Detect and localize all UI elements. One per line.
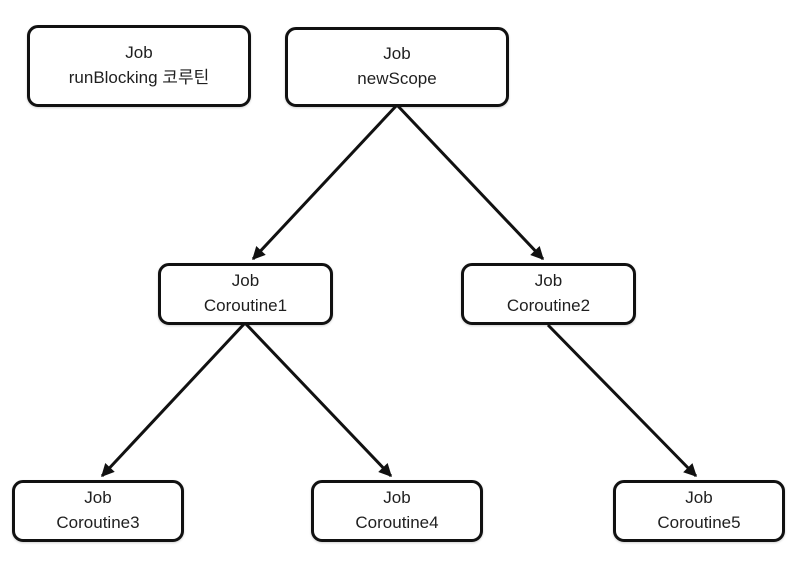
node-job-coroutine4: Job Coroutine4 bbox=[311, 480, 483, 542]
node-label-line2: Coroutine5 bbox=[657, 513, 741, 532]
node-label-line2: Coroutine2 bbox=[506, 296, 591, 315]
node-label-line1: Job bbox=[84, 488, 112, 508]
node-job-coroutine1: Job Coroutine1 bbox=[158, 263, 333, 325]
node-label-line1: Job bbox=[383, 488, 411, 508]
node-label-line1: Job bbox=[231, 271, 260, 291]
node-label-line2: newScope bbox=[357, 69, 437, 88]
node-job-coroutine3: Job Coroutine3 bbox=[12, 480, 184, 542]
node-job-newscope: Job newScope bbox=[285, 27, 509, 107]
arrow-coroutine1-to-coroutine3 bbox=[100, 321, 247, 478]
node-label-line1: Job bbox=[534, 271, 563, 291]
node-label-line1: Job bbox=[685, 488, 713, 508]
node-label-line2: Coroutine1 bbox=[203, 296, 288, 315]
node-label-line2: Coroutine4 bbox=[355, 513, 439, 532]
node-label-line2: runBlocking 코루틴 bbox=[68, 68, 210, 87]
arrow-coroutine2-to-coroutine5 bbox=[546, 323, 698, 478]
arrow-newscope-to-coroutine2 bbox=[395, 103, 545, 261]
node-job-runblocking: Job runBlocking 코루틴 bbox=[27, 25, 251, 107]
node-label-line1: Job bbox=[125, 43, 153, 63]
node-job-coroutine5: Job Coroutine5 bbox=[613, 480, 785, 542]
node-label-line2: Coroutine3 bbox=[56, 513, 140, 532]
node-job-coroutine2: Job Coroutine2 bbox=[461, 263, 636, 325]
arrow-coroutine1-to-coroutine4 bbox=[243, 321, 393, 478]
arrow-newscope-to-coroutine1 bbox=[251, 103, 399, 261]
node-label-line1: Job bbox=[383, 44, 411, 64]
